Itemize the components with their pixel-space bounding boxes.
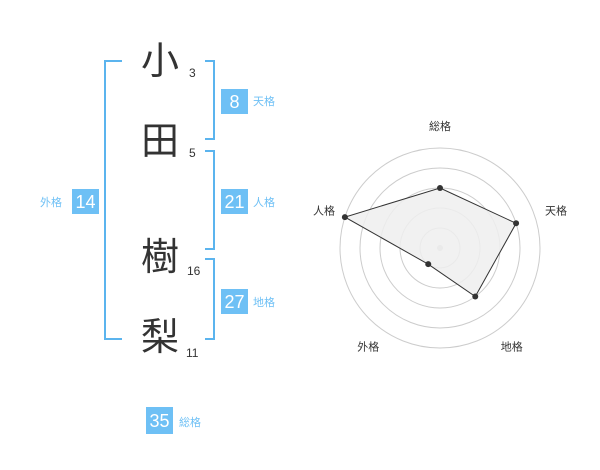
chikaku-label: 地格	[253, 296, 275, 309]
radar-ring-4	[359, 167, 521, 329]
jinkaku-value: 21	[221, 189, 248, 214]
tenkaku-value: 8	[221, 89, 248, 114]
chikaku-value: 27	[221, 289, 248, 314]
radar-axis-label-2: 天格	[545, 203, 567, 217]
stroke-count-2: 5	[189, 146, 196, 160]
radar-point-3	[472, 293, 479, 300]
radar-axis-label-1: 総格	[429, 119, 451, 133]
stroke-count-4: 11	[186, 346, 199, 360]
radar-point-5	[341, 214, 348, 221]
name-char-2: 田	[140, 119, 179, 163]
radar-point-2	[513, 220, 520, 227]
stroke-count-1: 3	[189, 66, 196, 80]
stroke-count-3: 16	[187, 264, 201, 278]
name-char-3: 樹	[140, 235, 179, 279]
radar-ring-5	[339, 147, 541, 349]
radar-point-4	[425, 261, 432, 268]
radar-points	[341, 185, 520, 300]
soukaku-label: 総格	[179, 416, 201, 429]
radar-polygon-group	[343, 187, 517, 298]
gaikaku-value: 14	[72, 189, 99, 214]
jinkaku-label: 人格	[253, 196, 275, 209]
name-char-4: 梨	[140, 315, 179, 359]
radar-axis-label-5: 人格	[313, 203, 335, 217]
radar-axis-label-4: 外格	[357, 340, 379, 354]
radar-point-1	[437, 185, 443, 191]
gaikaku-label: 外格	[40, 196, 62, 209]
tenkaku-label: 天格	[253, 95, 275, 108]
radar-axis-label-3: 地格	[501, 340, 523, 354]
name-char-1: 小	[140, 39, 179, 83]
radar-polygon	[343, 187, 517, 298]
soukaku-value: 35	[146, 407, 173, 434]
